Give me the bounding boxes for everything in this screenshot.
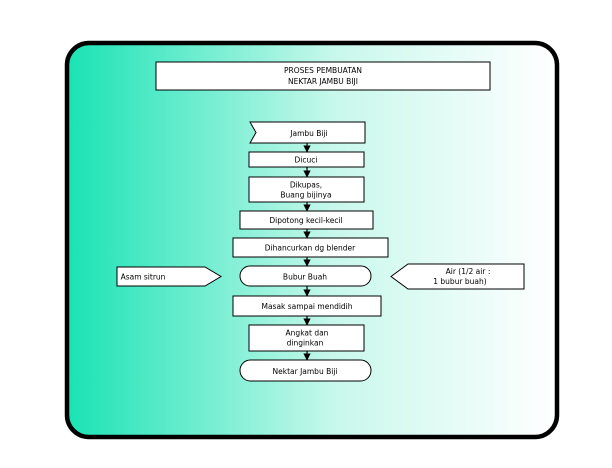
step-dipotong: Dipotong kecil-kecil <box>239 210 374 230</box>
step-dicuci: Dicuci <box>248 151 365 168</box>
step-angkat: Angkat dan dinginkan <box>248 324 365 352</box>
input-asam-sitrun: Asam sitrun <box>116 266 222 287</box>
title-line-2: NEKTAR JAMBU BIJI <box>288 77 358 86</box>
input-asam-sitrun-label: Asam sitrun <box>121 273 166 282</box>
step-angkat-label-1: Angkat dan <box>286 329 329 338</box>
step-dikupas: Dikupas, Buang bijinya <box>248 176 365 203</box>
step-jambu-biji-label: Jambu Biji <box>289 129 327 138</box>
title-box: PROSES PEMBUATAN NEKTAR JAMBU BIJI <box>155 61 491 91</box>
step-dihancurkan-label: Dihancurkan dg blender <box>265 244 356 253</box>
step-jambu-biji: Jambu Biji <box>249 121 366 144</box>
step-bubur-buah: Bubur Buah <box>239 265 372 287</box>
step-masak-label: Masak sampai mendidih <box>261 302 352 311</box>
step-nektar: Nektar Jambu Biji <box>239 359 372 382</box>
step-bubur-buah-label: Bubur Buah <box>283 273 327 282</box>
step-dipotong-label: Dipotong kecil-kecil <box>269 216 342 225</box>
input-air-label-1: Air (1/2 air : <box>446 267 491 276</box>
step-angkat-label-2: dinginkan <box>287 339 324 348</box>
input-air-label-2: 1 bubur buah) <box>433 277 487 286</box>
step-masak: Masak sampai mendidih <box>232 295 382 317</box>
step-dikupas-label-1: Dikupas, <box>290 181 322 190</box>
step-nektar-label: Nektar Jambu Biji <box>273 367 338 376</box>
step-dihancurkan: Dihancurkan dg blender <box>232 237 389 258</box>
title-line-1: PROSES PEMBUATAN <box>284 66 362 75</box>
step-dikupas-label-2: Buang bijinya <box>280 191 331 200</box>
input-air: Air (1/2 air : 1 bubur buah) <box>390 263 525 290</box>
step-dicuci-label: Dicuci <box>295 156 318 165</box>
